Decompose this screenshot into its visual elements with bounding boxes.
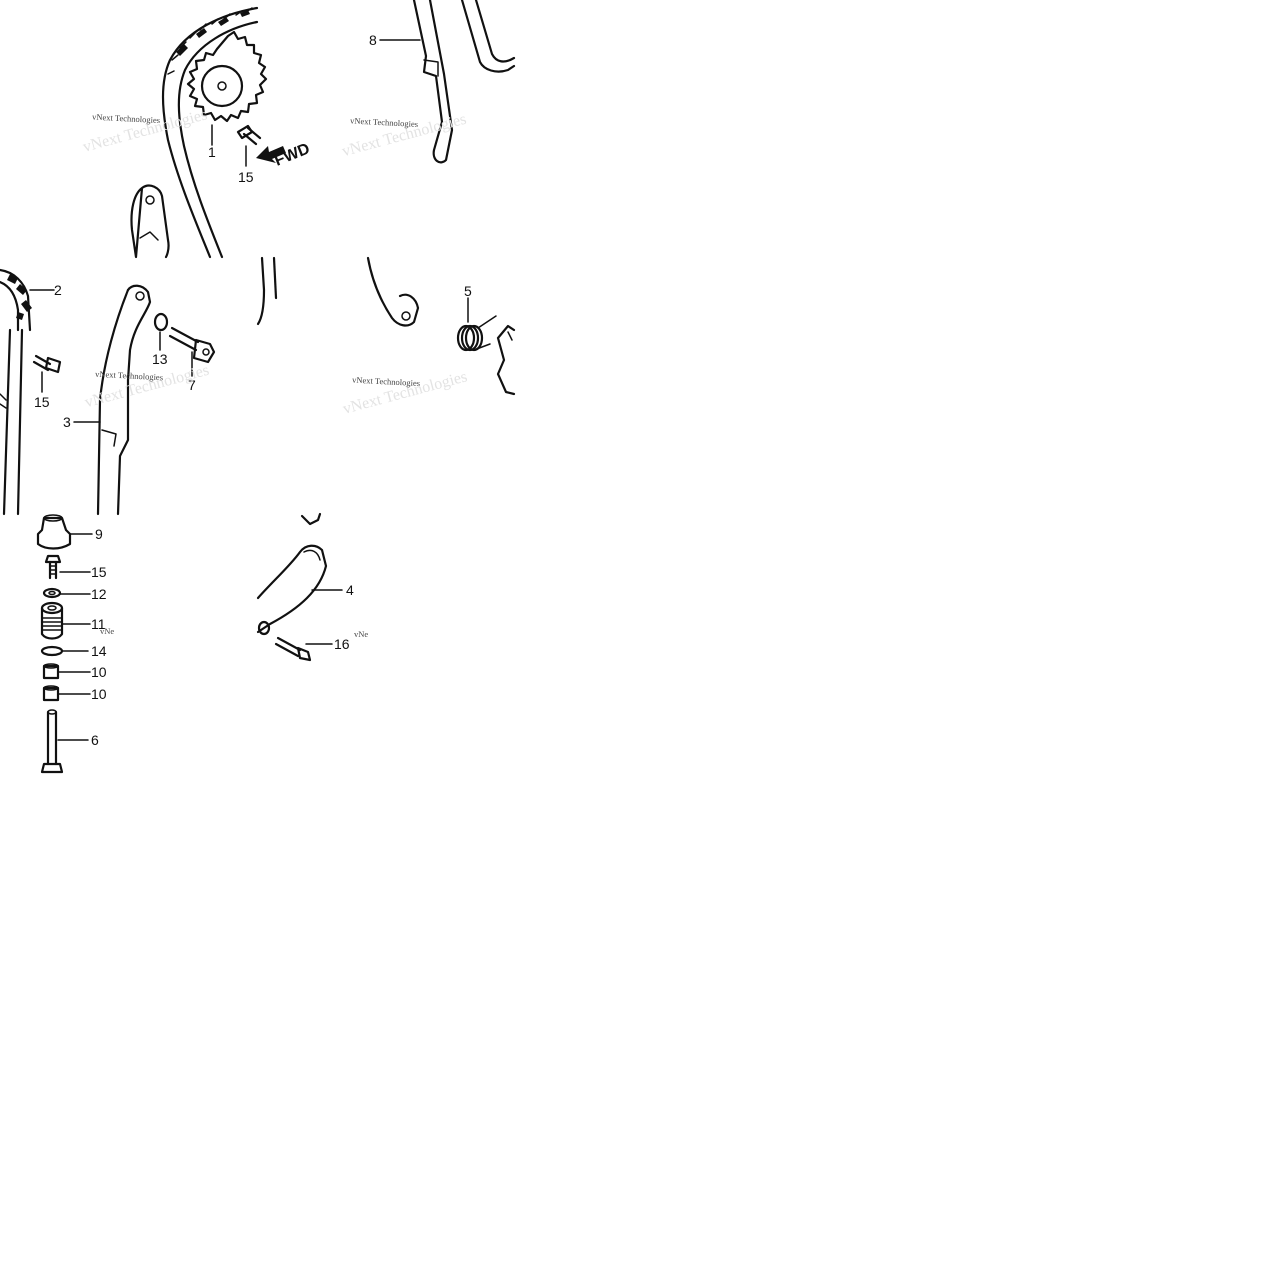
watermark: vNext Technologies (350, 115, 418, 129)
chain-guide-8 (412, 0, 454, 164)
bolt-15-upper (236, 124, 262, 146)
bolt-15-middle (32, 354, 62, 374)
tile-sprocket: FWD 1 15 vNext Technologies vNext Techno… (81, 6, 312, 259)
watermark-fragment: vNe (354, 629, 368, 639)
guide-ends (256, 256, 420, 327)
callout-10-upper: 10 (91, 664, 107, 680)
bolt-16 (274, 636, 312, 662)
watermark-fragment: vNe (100, 626, 114, 636)
callout-16: 16 (334, 636, 350, 652)
callout-10-lower: 10 (91, 686, 107, 702)
chain-guide-4 (256, 544, 328, 634)
fwd-label: FWD (272, 140, 312, 169)
callout-6: 6 (91, 732, 99, 748)
pin-top (300, 512, 322, 526)
callout-15-top: 15 (238, 169, 254, 185)
tile-tensioner-stack: 9 15 12 11 14 10 10 6 vNe (36, 514, 114, 774)
tile-guide-8: 8 vNext Technologies vNext Technologies (340, 0, 516, 164)
callout-2: 2 (54, 282, 62, 298)
chain-guide-3 (96, 284, 152, 516)
rod-6 (40, 709, 64, 774)
callout-4: 4 (346, 582, 354, 598)
tensioner-spring-5 (456, 315, 497, 352)
callout-8: 8 (369, 32, 377, 48)
bolt-15-stack (44, 554, 62, 580)
callout-3: 3 (63, 414, 71, 430)
watermark: vNext Technologies (92, 112, 160, 126)
tile-guide-4: 4 16 vNe (256, 512, 368, 662)
cam-chain-2 (0, 268, 32, 516)
callout-11: 11 (91, 616, 106, 632)
callout-7: 7 (188, 377, 196, 393)
watermark: vNext Technologies (95, 369, 163, 383)
oring-14 (40, 645, 64, 657)
washer-13 (153, 312, 169, 332)
callout-12: 12 (91, 586, 107, 602)
collar-10-upper (42, 663, 60, 680)
collar-10-lower (42, 685, 60, 702)
guide-upper-right (460, 0, 516, 73)
tile-spring-5: 5 vNext Technologies vNext Technologies (256, 256, 516, 418)
callout-1: 1 (208, 144, 216, 160)
tensioner-bracket (496, 324, 516, 396)
callout-13: 13 (152, 351, 168, 367)
tensioner-body-11 (40, 601, 64, 640)
guide-4-mount-hole (257, 620, 271, 636)
bolt-7 (168, 326, 216, 364)
cam-chain-upper (161, 6, 259, 259)
tile-chain-guide-3: 2 15 13 7 3 vNext Technologies vNext Tec… (0, 268, 216, 516)
cap-9 (36, 514, 72, 550)
callout-5: 5 (464, 283, 472, 299)
watermark: vNext Technologies (352, 375, 420, 389)
callout-9: 9 (95, 526, 103, 542)
callout-14: 14 (91, 643, 107, 659)
washer-12 (42, 587, 62, 599)
fwd-arrow (256, 146, 286, 163)
tensioner-arm-lower-left (130, 184, 170, 259)
callout-15-bottom: 15 (91, 564, 107, 580)
cam-sprocket (186, 30, 268, 123)
callout-15-middle: 15 (34, 394, 50, 410)
